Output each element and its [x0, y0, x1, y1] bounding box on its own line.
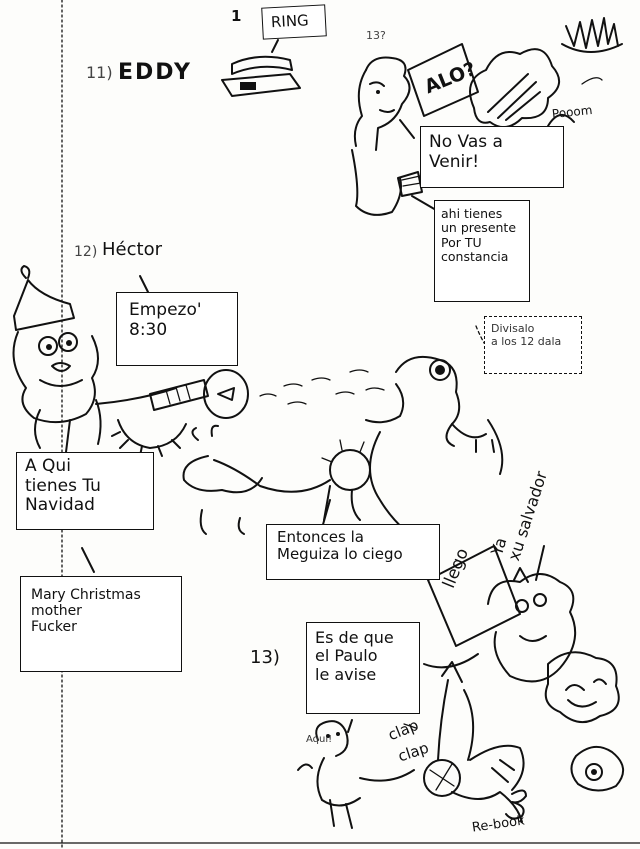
- santa-speech-box: A Qui tienes Tu Navidad: [16, 452, 154, 530]
- telephone-icon: [221, 55, 301, 97]
- page-number: 13?: [366, 29, 386, 42]
- clapping-figure: [403, 661, 525, 823]
- meguiza-box: Entonces la Meguiza lo ciego: [266, 524, 440, 580]
- gun-shape: [149, 369, 249, 419]
- small-sfx: Aqui!: [306, 734, 333, 745]
- victim-figure: [182, 356, 504, 549]
- digit-three: [505, 789, 527, 820]
- cartoon-faces: [544, 651, 624, 792]
- ring-text: RING: [270, 11, 310, 32]
- speech-tail: [399, 119, 415, 139]
- spiky-decoration: [561, 17, 623, 53]
- caption-text-constancia: ahi tienes un presente Por TU constancia: [441, 206, 517, 265]
- shot-trail: [259, 369, 385, 405]
- circle-number: 1: [231, 7, 242, 25]
- llego-card: [427, 545, 521, 647]
- speech-text-venir: No Vas a Venir!: [429, 132, 503, 172]
- santa-box-tail: [65, 419, 71, 453]
- alo-card: [407, 43, 479, 117]
- panel-number-12: 12): [74, 244, 98, 260]
- pooom-squiggle: [547, 114, 575, 127]
- santa-figure: [12, 265, 187, 457]
- start-time-text: Empezo' 8:30: [129, 300, 202, 340]
- burst-shape: [469, 48, 603, 129]
- panel-number-11: 11): [86, 63, 113, 82]
- woman-figure: [351, 56, 423, 216]
- meguiza-text: Entonces la Meguiza lo ciego: [277, 528, 403, 564]
- ring-box: RING: [261, 4, 327, 40]
- panel-number-13: 13): [250, 647, 280, 668]
- divisalo-box: Divisalo a los 12 dala: [484, 316, 582, 374]
- small-figure: [297, 720, 415, 829]
- speech-box-venir: No Vas a Venir!: [420, 126, 564, 188]
- start-time-box: Empezo' 8:30: [116, 292, 238, 366]
- caption-tail: [411, 195, 437, 211]
- xmas-text: Mary Christmas mother Fucker: [31, 587, 141, 636]
- ring-tail: [271, 39, 279, 53]
- santa-speech-text: A Qui tienes Tu Navidad: [25, 456, 101, 516]
- xmas-box-tail: [81, 547, 95, 573]
- speech13-tail: [347, 719, 353, 733]
- hector-box-tail: [139, 275, 149, 293]
- meguiza-box-tail: [321, 499, 331, 529]
- xmas-box: Mary Christmas mother Fucker: [20, 576, 182, 672]
- speech-box-paulo: Es de que el Paulo le avise: [306, 622, 420, 714]
- speech-text-paulo: Es de que el Paulo le avise: [315, 628, 394, 684]
- name-hector: Héctor: [102, 239, 162, 260]
- name-eddy: EDDY: [118, 60, 192, 85]
- caption-box-constancia: ahi tienes un presente Por TU constancia: [434, 200, 530, 302]
- savior-figure: [423, 545, 577, 683]
- divisalo-text: Divisalo a los 12 dala: [491, 322, 562, 348]
